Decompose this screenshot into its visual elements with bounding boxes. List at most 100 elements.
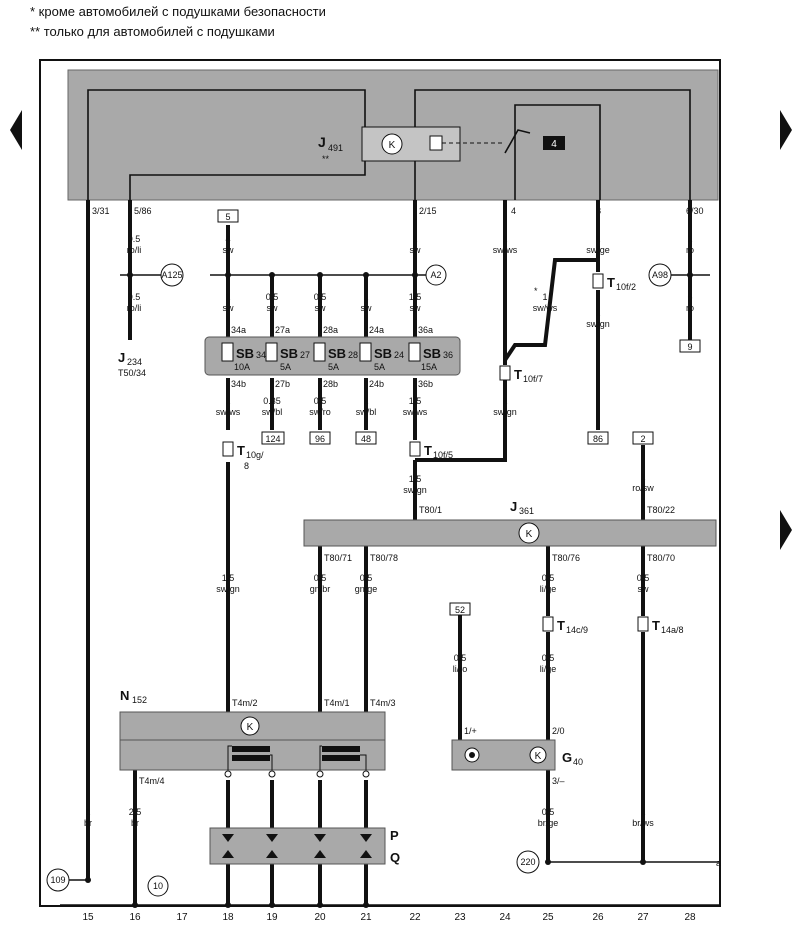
svg-text:1.5: 1.5 [222, 573, 235, 583]
svg-text:sw: sw [410, 245, 422, 255]
svg-text:0.5: 0.5 [314, 396, 327, 406]
svg-text:0.5: 0.5 [542, 807, 555, 817]
svg-text:T: T [557, 618, 565, 633]
svg-text:1: 1 [687, 234, 692, 244]
fuse-sb36-amp: 15A [421, 362, 437, 372]
J361-letter: J [510, 499, 517, 514]
svg-text:br: br [84, 818, 92, 828]
svg-text:sw/ws: sw/ws [216, 407, 241, 417]
svg-text:0.5: 0.5 [266, 292, 279, 302]
svg-text:17: 17 [176, 912, 188, 923]
svg-text:T4m/1: T4m/1 [324, 698, 350, 708]
svg-text:sw: sw [638, 584, 650, 594]
box-5: 5 [225, 212, 230, 222]
J234-letter: J [118, 350, 125, 365]
svg-text:14a/8: 14a/8 [661, 625, 684, 635]
fuse-sb27-amp: 5A [280, 362, 291, 372]
diagram-frame [39, 59, 721, 907]
pin-6-30: 6/30 [686, 206, 704, 216]
svg-text:T80/70: T80/70 [647, 553, 675, 563]
svg-text:1: 1 [502, 396, 507, 406]
box-48: 48 [361, 434, 371, 444]
svg-text:28a: 28a [323, 325, 338, 335]
svg-text:0.5: 0.5 [314, 573, 327, 583]
continue-arrow[interactable] [780, 510, 792, 550]
prev-page-arrow[interactable] [10, 110, 22, 150]
ref-a2: A2 [430, 270, 441, 280]
pin-2-15: 2/15 [419, 206, 437, 216]
svg-text:sw/bl: sw/bl [262, 407, 283, 417]
J234-sub: 234 [127, 357, 142, 367]
svg-text:36b: 36b [418, 379, 433, 389]
fuse-sb28-amp: 5A [328, 362, 339, 372]
J491-relay-body [361, 126, 461, 162]
J491-switch-contact [504, 129, 531, 154]
svg-text:1: 1 [363, 292, 368, 302]
fuses: SB 34 10A SB 27 5A SB 28 5A SB 24 5A SB … [221, 342, 453, 372]
svg-text:li/ge: li/ge [540, 664, 557, 674]
svg-text:1: 1 [225, 292, 230, 302]
svg-text:sw/ro: sw/ro [309, 407, 331, 417]
box-2: 2 [640, 434, 645, 444]
svg-text:0.5: 0.5 [542, 573, 555, 583]
svg-text:28b: 28b [323, 379, 338, 389]
box-124: 124 [265, 434, 280, 444]
svg-text:20: 20 [314, 912, 326, 923]
svg-text:19: 19 [266, 912, 278, 923]
J491-k-glyph: K [389, 140, 396, 151]
fuse-sb24-sub: 24 [394, 350, 404, 360]
svg-text:ro/sw: ro/sw [632, 483, 654, 493]
N152-sub: 152 [132, 695, 147, 705]
svg-text:sw/ws: sw/ws [533, 303, 558, 313]
svg-text:sw: sw [223, 245, 235, 255]
svg-text:8: 8 [244, 461, 249, 471]
svg-text:0.5: 0.5 [314, 292, 327, 302]
footnote-double-star: ** только для автомобилей с подушками [30, 24, 275, 39]
wires [86, 200, 692, 905]
svg-text:T4m/3: T4m/3 [370, 698, 396, 708]
svg-text:sw: sw [267, 303, 279, 313]
svg-text:T4m/2: T4m/2 [232, 698, 258, 708]
svg-text:gn/ge: gn/ge [355, 584, 378, 594]
J491-box-4 [543, 136, 565, 150]
svg-text:1.5: 1.5 [409, 292, 422, 302]
svg-text:T: T [607, 275, 615, 290]
svg-text:27b: 27b [275, 379, 290, 389]
fuse-sb34-name: SB [236, 346, 254, 361]
spark-plug-block [209, 827, 386, 865]
fuse-sb28-sub: 28 [348, 350, 358, 360]
svg-text:K: K [247, 722, 254, 733]
svg-text:sw/ws: sw/ws [493, 245, 518, 255]
N152-letter: N [120, 688, 129, 703]
svg-text:T80/76: T80/76 [552, 553, 580, 563]
svg-text:4: 4 [225, 234, 230, 244]
top-pin-labels: 3/31 5/86 2/15 4 8 6/30 [92, 206, 704, 216]
reference-circles: A125 A2 A98 109 10 220 a [46, 263, 721, 897]
column-numbers: 15 16 17 18 19 20 21 22 23 24 25 26 27 2… [82, 912, 696, 923]
ignition-coils [224, 745, 370, 778]
svg-text:li/ro: li/ro [453, 664, 468, 674]
svg-text:br/ws: br/ws [632, 818, 654, 828]
svg-text:24a: 24a [369, 325, 384, 335]
G40-pins: 1/+ 2/0 3/– [464, 726, 565, 786]
next-page-arrow[interactable] [780, 110, 792, 150]
svg-text:1/+: 1/+ [464, 726, 477, 736]
fuse-sb27-sub: 27 [300, 350, 310, 360]
svg-text:34a: 34a [231, 325, 246, 335]
spark-plugs-Q: Q [390, 850, 400, 865]
svg-text:22: 22 [409, 912, 421, 923]
svg-text:0.5: 0.5 [454, 653, 467, 663]
fuse-sb27-name: SB [280, 346, 298, 361]
svg-text:sw/gn: sw/gn [586, 319, 610, 329]
fuse-sb24-amp: 5A [374, 362, 385, 372]
svg-text:10f/7: 10f/7 [523, 374, 543, 384]
svg-text:T: T [514, 367, 522, 382]
svg-text:1: 1 [85, 807, 90, 817]
svg-text:sw/ge: sw/ge [586, 245, 610, 255]
connectors: T 10g/ 8 T 10f/5 T 10f/7 T 10f/2 T 14c/9… [222, 273, 684, 635]
svg-text:li/ge: li/ge [540, 584, 557, 594]
svg-text:24: 24 [499, 912, 511, 923]
svg-text:0.5: 0.5 [360, 573, 373, 583]
svg-text:2/0: 2/0 [552, 726, 565, 736]
fuse-sb34-amp: 10A [234, 362, 250, 372]
